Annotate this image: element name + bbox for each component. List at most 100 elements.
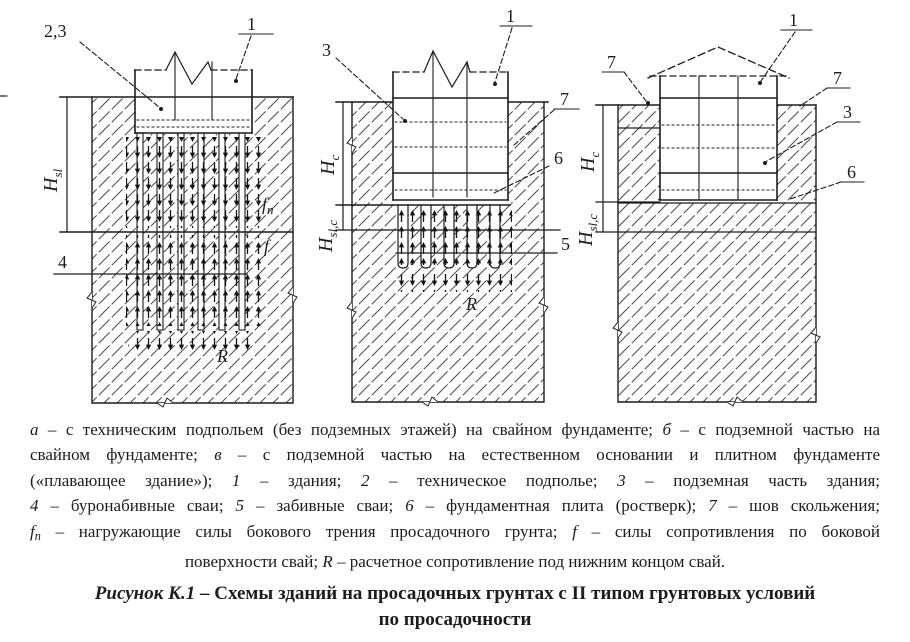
callout-7-label: 7 xyxy=(560,89,569,109)
caption-line-segment: – расчетное сопротивление под нижним кон… xyxy=(332,552,726,572)
callout-7-right-label: 7 xyxy=(833,68,842,88)
soil-band-left xyxy=(352,102,392,205)
soil-band-right xyxy=(777,105,816,203)
callout-1-leader xyxy=(494,27,513,83)
roof-outline xyxy=(647,46,790,79)
panel-b: Hc Hsl,c 3 1 7 6 5 R xyxy=(315,6,580,407)
callout-7-left-label: 7 xyxy=(607,52,616,72)
edge-break-mark xyxy=(346,301,357,319)
caption-line: свайном фундаменте; в – с подземной част… xyxy=(30,442,880,467)
dimension-hc-hslc: Hc Hsl,c xyxy=(315,101,344,253)
caption-line-segment: («плавающее здание»); xyxy=(30,470,232,490)
callout-1-dot xyxy=(234,79,238,83)
caption-line-segment: 1 xyxy=(231,470,241,490)
caption-line-segment: 4 xyxy=(30,496,39,516)
caption-line-segment: – шов скольжения; xyxy=(716,496,880,516)
callout-1-label: 1 xyxy=(247,14,256,34)
callout-7-left-dot xyxy=(646,101,650,105)
callout-3-dot xyxy=(403,119,407,123)
soil-outline xyxy=(59,96,294,404)
callout-6-label: 6 xyxy=(847,162,856,182)
soil-outline xyxy=(335,101,561,403)
title-line-segment: по просадочности xyxy=(378,609,532,630)
caption-line-segment: – фундаментная плита (ростверк); xyxy=(413,496,709,516)
soil-outline xyxy=(595,104,817,403)
building-a xyxy=(134,50,253,134)
callout-1-dot xyxy=(758,81,762,85)
building-break-zigzag xyxy=(423,49,471,89)
callout-1-leader xyxy=(235,35,252,80)
callout-1-leader xyxy=(760,31,796,82)
panel-a-callouts: 2,3 1 4 R fn f xyxy=(44,14,274,366)
caption-line-segment: 5 xyxy=(235,496,245,516)
caption-line-segment: поверхности свай; xyxy=(184,552,323,572)
panel-b-callouts: 3 1 7 6 5 R xyxy=(322,6,580,314)
callout-3-dot xyxy=(763,161,767,165)
f-mark: f xyxy=(264,236,272,256)
edge-break-mark xyxy=(346,136,357,154)
dimension-hsl: Hsl xyxy=(40,96,68,233)
caption-line-segment: – забивные сваи; xyxy=(244,496,406,516)
caption-line-segment: R xyxy=(322,552,333,572)
edge-break-mark xyxy=(810,326,821,344)
callout-3-leader xyxy=(335,57,404,120)
caption-line-segment: – подземная часть здания; xyxy=(625,470,881,490)
caption-line: fn – нагружающие силы бокового трения пр… xyxy=(30,519,880,549)
dimension-hc-hslc: Hc Hsl,c xyxy=(575,104,604,247)
caption-line-segment: – с техническим подпольем (без подземных… xyxy=(38,420,663,439)
callout-5-label: 5 xyxy=(561,234,570,254)
fn-mark: fn xyxy=(262,194,274,217)
building-v xyxy=(647,46,790,201)
callout-6-leader xyxy=(491,165,550,195)
caption-line-segment: 6 xyxy=(405,496,414,516)
edge-break-mark xyxy=(726,396,744,407)
callout-1-dot xyxy=(493,82,497,86)
caption-line-segment: f xyxy=(572,521,577,541)
callout-2-3-leader xyxy=(79,41,160,108)
building-b xyxy=(392,49,509,201)
caption-line: («плавающее здание»); 1 – здания; 2 – те… xyxy=(30,468,880,493)
hslc-label: Hsl,c xyxy=(575,214,600,247)
callout-6-label: 6 xyxy=(554,148,563,168)
callout-2-3-label: 2,3 xyxy=(44,21,67,41)
caption-line-segment: 3 xyxy=(617,470,626,490)
edge-break-mark xyxy=(156,397,174,408)
edge-break-mark xyxy=(538,296,549,314)
caption-line-segment: f xyxy=(30,521,35,541)
hc-label: Hc xyxy=(317,155,342,176)
caption-line-segment: – здания; xyxy=(240,470,361,490)
caption-line-segment: – силы сопротивления по боковой xyxy=(576,521,880,541)
title-line: Рисунок К.1 – Схемы зданий на просадочны… xyxy=(0,581,910,607)
edge-break-mark xyxy=(86,291,97,309)
caption-line-segment: б xyxy=(662,420,672,439)
caption-line: а – с техническим подпольем (без подземн… xyxy=(30,417,880,442)
hc-label: Hc xyxy=(577,152,602,173)
caption-line-segment: свайном фундаменте; xyxy=(30,445,215,465)
panel-v: Hc Hsl,c 7 1 7 3 6 xyxy=(575,10,865,407)
r-mark: R xyxy=(216,346,228,366)
callout-6-leader xyxy=(789,181,842,200)
edge-break-mark xyxy=(421,396,439,407)
hslc-label: Hsl,c xyxy=(315,220,340,253)
hsl-label: Hsl xyxy=(40,168,65,193)
panel-v-callouts: 7 1 7 3 6 xyxy=(601,10,865,200)
callout-4-label: 4 xyxy=(58,252,67,272)
pile-tip-arrows xyxy=(398,270,512,292)
edge-break-mark xyxy=(612,321,623,339)
caption-line-segment: – буронабивные сваи; xyxy=(38,496,236,516)
soil-band-left xyxy=(618,105,660,203)
title-line-segment: Рисунок К.1 xyxy=(94,583,196,604)
caption-line-segment: – техническое подполье; xyxy=(369,470,618,490)
caption-line: 4 – буронабивные сваи; 5 – забивные сваи… xyxy=(30,493,880,518)
subsiding-layer-under-slab xyxy=(618,203,816,232)
figure-caption: а – с техническим подпольем (без подземн… xyxy=(30,417,880,574)
building-break-zigzag xyxy=(165,50,212,86)
caption-line-segment: 2 xyxy=(360,470,370,490)
caption-line-segment: в xyxy=(214,445,222,465)
callout-3-label: 3 xyxy=(322,40,331,60)
pile-tip-arrows xyxy=(128,331,254,350)
caption-line-segment: – с подземной частью на xyxy=(671,420,880,439)
panel-a: Hsl 2,3 1 4 R fn f xyxy=(0,14,298,408)
basement-excavation xyxy=(135,95,252,134)
